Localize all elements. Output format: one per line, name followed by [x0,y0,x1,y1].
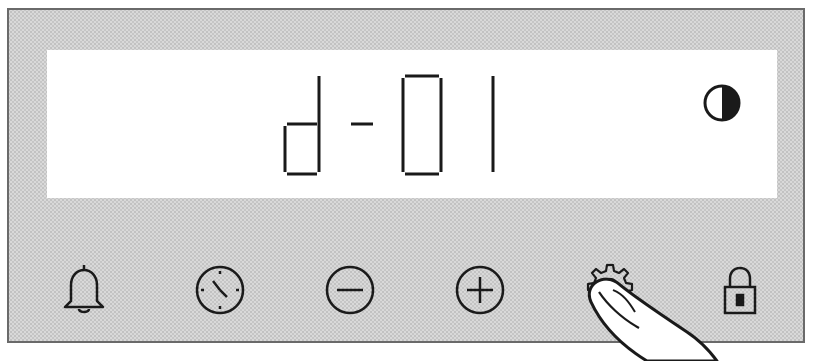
gear-icon [575,255,645,325]
clock-icon [185,255,255,325]
lcd-display: d-01 [47,50,777,198]
timer-button[interactable] [185,255,255,325]
minus-circle-icon [315,255,385,325]
lock-button[interactable] [705,255,775,325]
plus-button[interactable] [445,255,515,325]
segment-readout [275,62,575,182]
minus-button[interactable] [315,255,385,325]
segment-char-zero [403,76,441,174]
bell-icon [49,255,119,325]
display-code-text: d-01 [47,50,48,51]
padlock-icon [705,255,775,325]
segment-char-d [285,76,319,174]
control-panel: d-01 [7,8,805,343]
alarm-button[interactable] [49,255,119,325]
half-filled-circle-icon [702,83,742,123]
plus-circle-icon [445,255,515,325]
settings-button[interactable] [575,255,645,325]
